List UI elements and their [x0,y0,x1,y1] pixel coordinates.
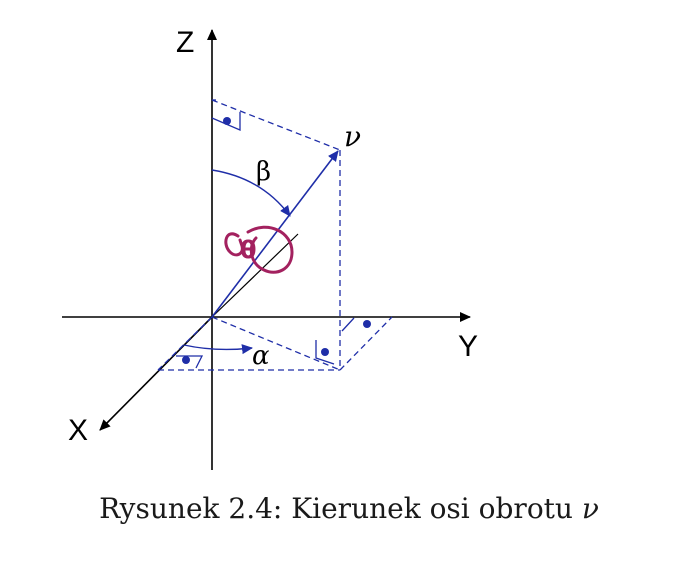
alpha-label: α [252,341,270,371]
vector-nu [211,150,339,318]
caption-text: Rysunek 2.4: Kierunek osi obrotu [99,492,573,525]
right-angle-marker-base [315,340,335,365]
x-axis [99,316,213,431]
theta-rotation-mark [224,225,294,274]
projection-lines [157,99,393,371]
right-angle-marker-z [211,112,241,131]
rotation-axis-line [211,233,299,318]
right-angle-marker-y [341,317,371,332]
theta-label: θ [240,236,257,264]
caption-symbol: ν [581,492,599,525]
y-axis-label: Y [458,330,478,363]
beta-label: β [256,157,271,187]
x-axis-label: X [68,414,88,447]
vector-nu-label: ν [344,120,361,153]
z-axis-label: Z [176,26,194,59]
beta-arc [211,169,291,217]
right-angle-marker-x [176,355,204,369]
figure-caption: Rysunek 2.4: Kierunek osi obrotu ν [0,492,698,525]
alpha-arc [183,344,253,355]
